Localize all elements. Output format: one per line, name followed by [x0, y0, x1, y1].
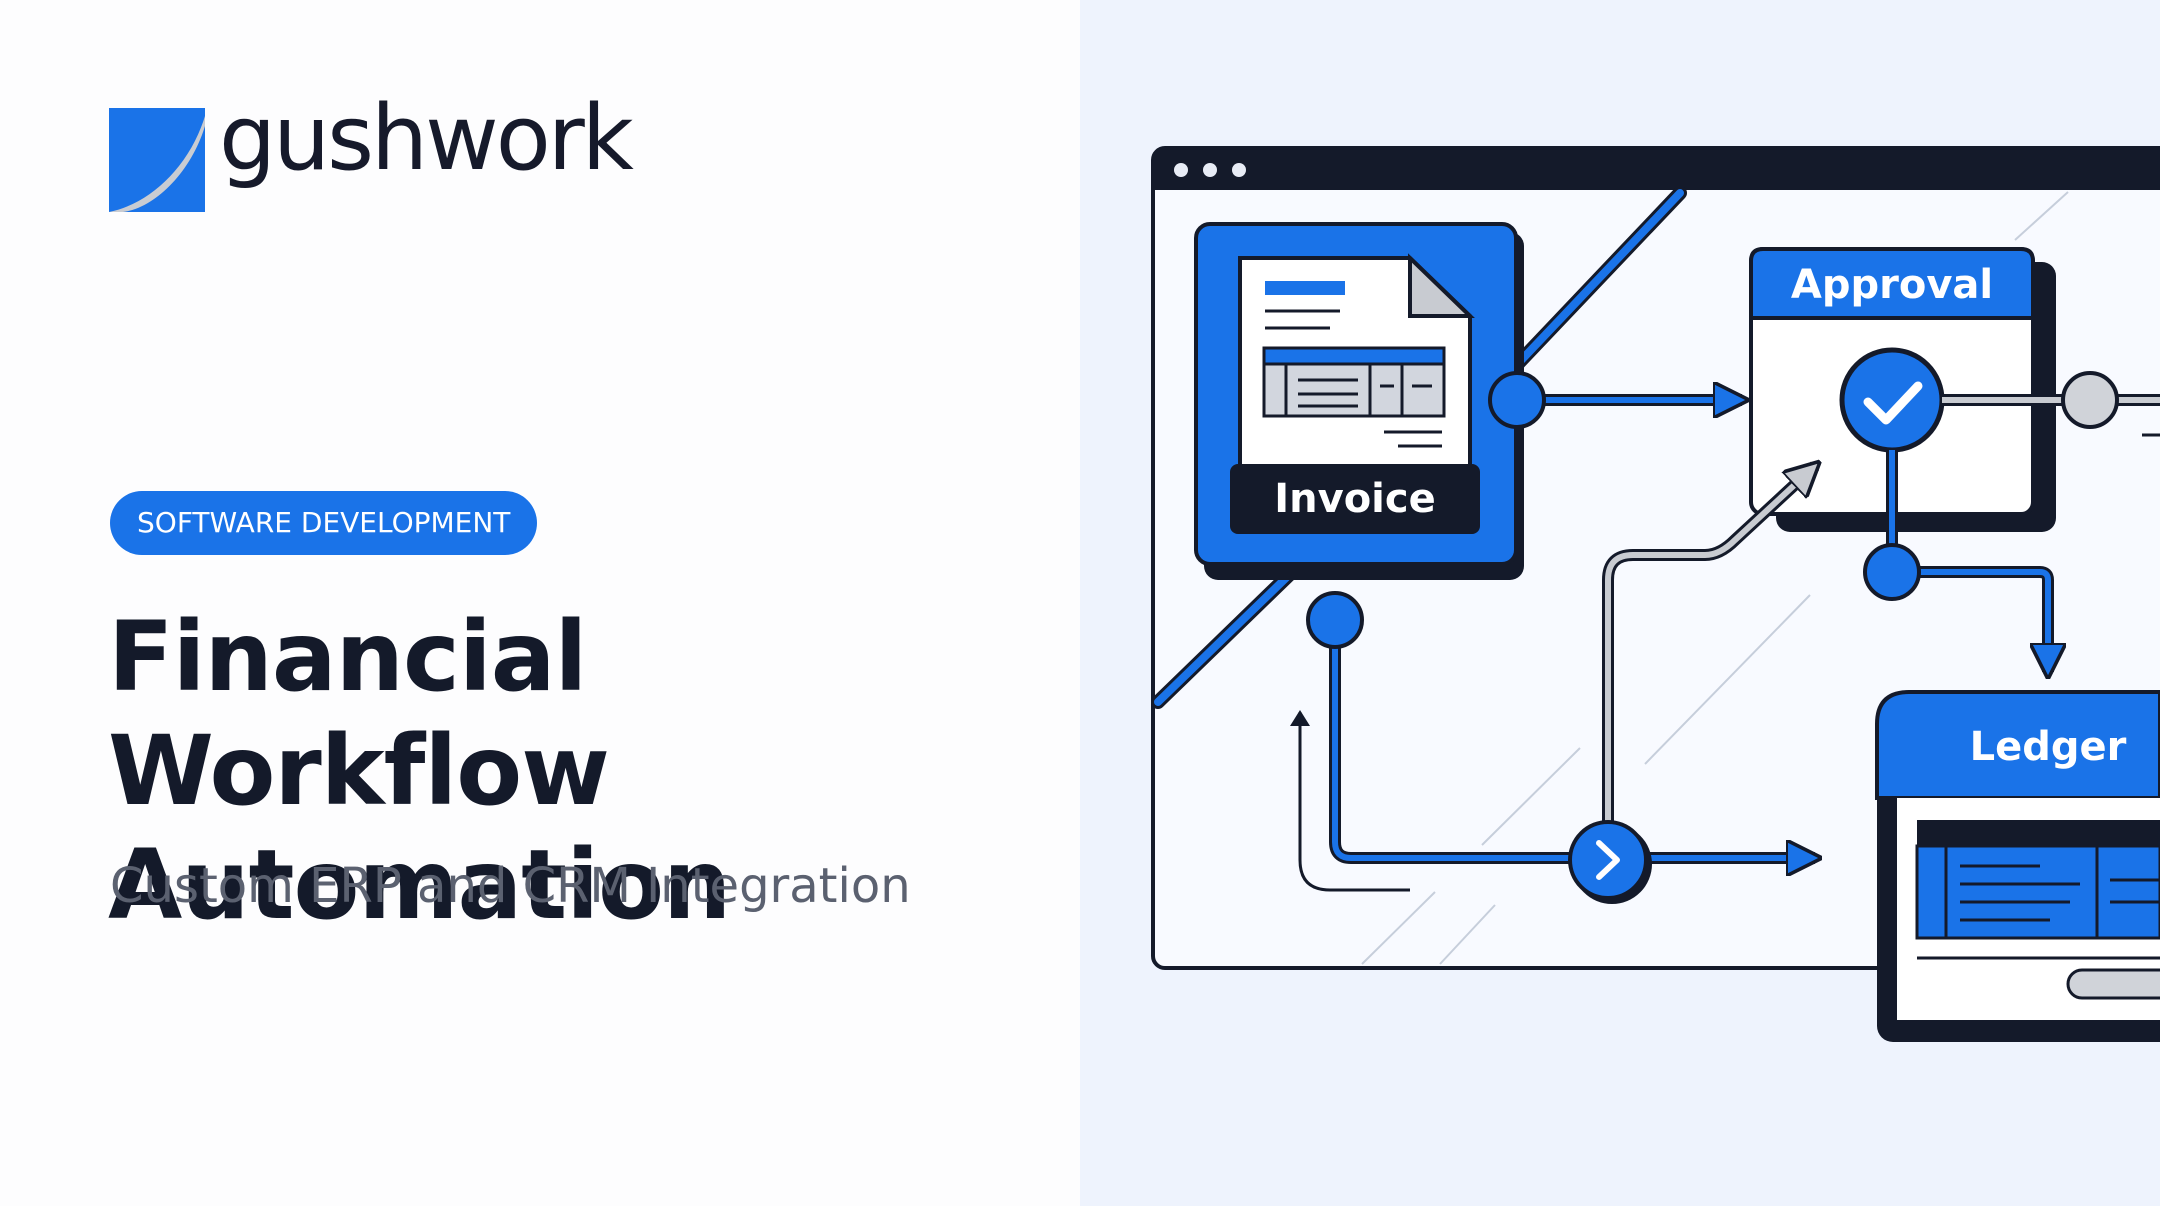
- window-dot-icon: [1232, 163, 1246, 177]
- title-line-2: Automation: [108, 829, 731, 941]
- hero-left-panel: gushwork SOFTWARE DEVELOPMENT Financial …: [108, 86, 1068, 942]
- invoice-document-icon: [1238, 253, 1475, 478]
- title-line-1: Financial Workflow: [108, 601, 610, 827]
- invoice-label: Invoice: [1274, 476, 1435, 522]
- ledger-table-icon: [1915, 820, 2160, 1000]
- workflow-diagram: Invoice Approval: [1151, 146, 2160, 1042]
- ledger-label: Ledger: [1970, 724, 2127, 770]
- window-dot-icon: [1174, 163, 1188, 177]
- background-hatching: [1361, 191, 2069, 965]
- approval-outgoing-connector: [1942, 371, 2160, 437]
- gushwork-logo-icon: [109, 108, 205, 212]
- invoice-to-ledger-connector: [1290, 591, 1815, 904]
- invoice-to-approval-connector: [1488, 371, 1742, 429]
- workflow-illustration-panel: Invoice Approval: [1080, 0, 2160, 1206]
- connector-dot: [1306, 591, 1364, 649]
- approval-to-ledger-connector: [1863, 450, 2048, 672]
- chevron-right-icon: [1568, 820, 1652, 904]
- page-subtitle: Custom ERP and CRM Integration: [110, 858, 911, 914]
- brand-name: gushwork: [219, 86, 634, 191]
- checkmark-icon: [1839, 347, 1945, 453]
- page-title: Financial Workflow Automation: [108, 600, 1068, 942]
- window-dot-icon: [1203, 163, 1217, 177]
- category-badge: SOFTWARE DEVELOPMENT: [110, 491, 538, 555]
- gray-feedback-connector: [1602, 466, 1815, 858]
- approval-label: Approval: [1791, 262, 1993, 308]
- invoice-node: Invoice: [1194, 222, 1524, 580]
- diagonal-tracks: [1151, 186, 1687, 709]
- connector-dot: [2061, 371, 2119, 429]
- approval-node: Approval: [1749, 247, 2056, 532]
- connector-dot: [1488, 371, 1546, 429]
- ledger-node: Ledger: [1875, 690, 2160, 1042]
- connector-dot: [1863, 543, 1921, 601]
